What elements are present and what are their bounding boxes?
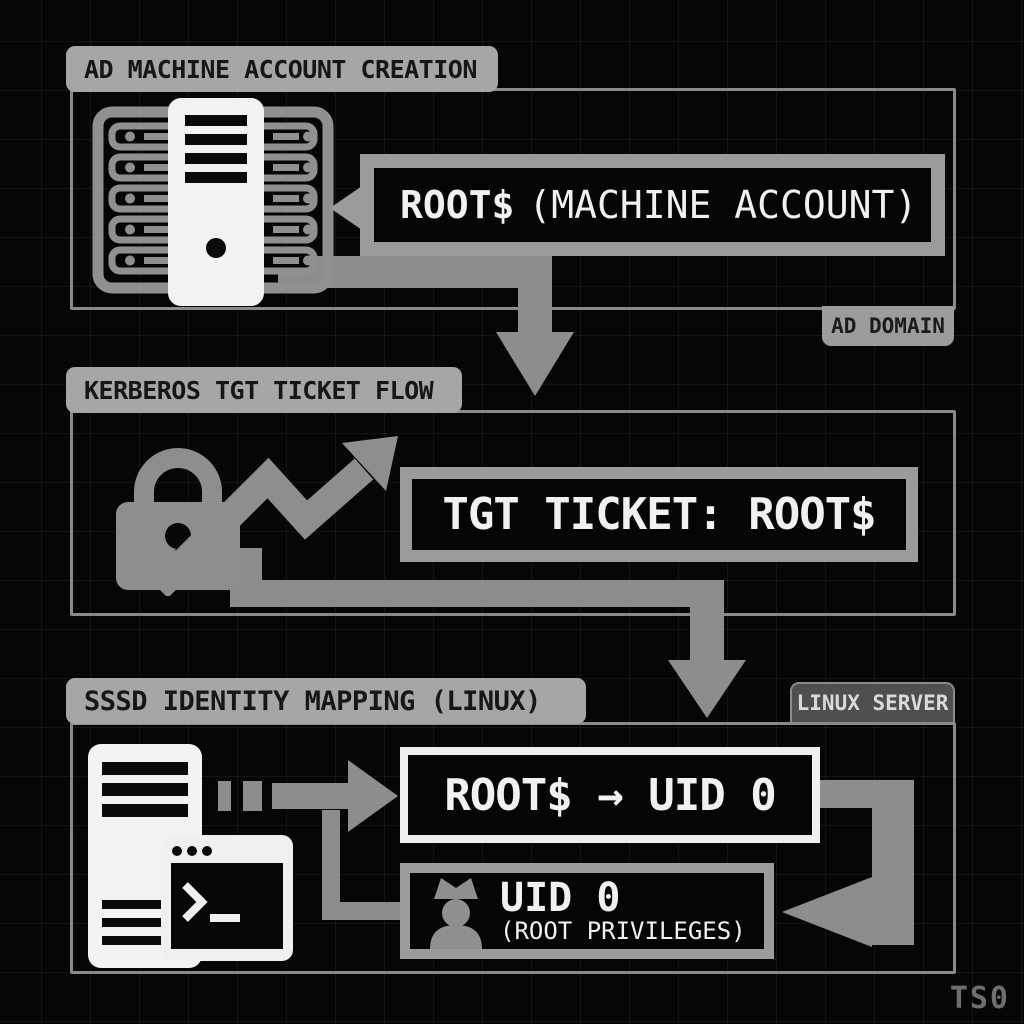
uid-sublabel: (ROOT PRIVILEGES) (500, 917, 746, 946)
machine-account-desc: (MACHINE ACCOUNT) (528, 183, 918, 227)
flow-arrow-2-shaft-v (690, 580, 724, 662)
zigzag-trend-arrow-icon (150, 436, 398, 596)
tower-server-terminal-icon (88, 744, 293, 968)
callout-pointer (330, 186, 362, 230)
uid-label: UID 0 (500, 875, 621, 922)
uid-elbow-left-h (322, 902, 402, 920)
tgt-ticket-label: TGT TICKET: ROOT$ (442, 489, 876, 540)
tgt-ticket-box: TGT TICKET: ROOT$ (400, 467, 918, 562)
flow-arrow-2-head (668, 660, 746, 718)
dash-arrow-shaft (272, 783, 350, 809)
panel2-title: KERBEROS TGT TICKET FLOW (66, 367, 462, 413)
flow-arrow-1-shaft-v (518, 256, 552, 334)
terminal-window-icon (161, 835, 293, 961)
panel-kerberos-tgt (70, 410, 956, 616)
server-rack-icon (92, 98, 334, 306)
flow-arrow-1-head (496, 332, 574, 396)
mapping-label: ROOT$ → UID 0 (444, 769, 776, 821)
linux-server-badge-label: LINUX SERVER (796, 691, 949, 715)
tower-server-icon (168, 98, 264, 306)
uid-box: UID 0 (ROOT PRIVILEGES) (400, 863, 774, 959)
dash-arrow-dash2 (243, 781, 262, 811)
flow-arrow-2-shaft-h (230, 580, 724, 607)
panel2-title-label: KERBEROS TGT TICKET FLOW (84, 375, 434, 405)
ad-domain-badge: AD DOMAIN (822, 306, 954, 346)
panel1-title-label: AD MACHINE ACCOUNT CREATION (84, 54, 477, 84)
mapping-box: ROOT$ → UID 0 (400, 747, 820, 843)
linux-server-badge: LINUX SERVER (790, 682, 955, 722)
uid-elbow-right-head (782, 877, 872, 947)
uid-elbow-right-v (872, 780, 914, 945)
dash-arrow-head (348, 760, 398, 832)
panel3-title-label: SSSD IDENTITY MAPPING (LINUX) (84, 685, 541, 717)
machine-account-name: ROOT$ (400, 183, 515, 227)
dash-arrow-dash1 (218, 781, 231, 811)
uid-elbow-left-v (322, 810, 340, 920)
panel3-title: SSSD IDENTITY MAPPING (LINUX) (66, 678, 586, 724)
signature-watermark: TS0 (949, 981, 1010, 1016)
crowned-user-icon (430, 878, 482, 949)
panel-ad-machine-account (70, 88, 956, 310)
panel1-title: AD MACHINE ACCOUNT CREATION (66, 46, 498, 92)
machine-account-box: ROOT$ (MACHINE ACCOUNT) (360, 154, 945, 256)
ad-domain-badge-label: AD DOMAIN (831, 314, 945, 338)
